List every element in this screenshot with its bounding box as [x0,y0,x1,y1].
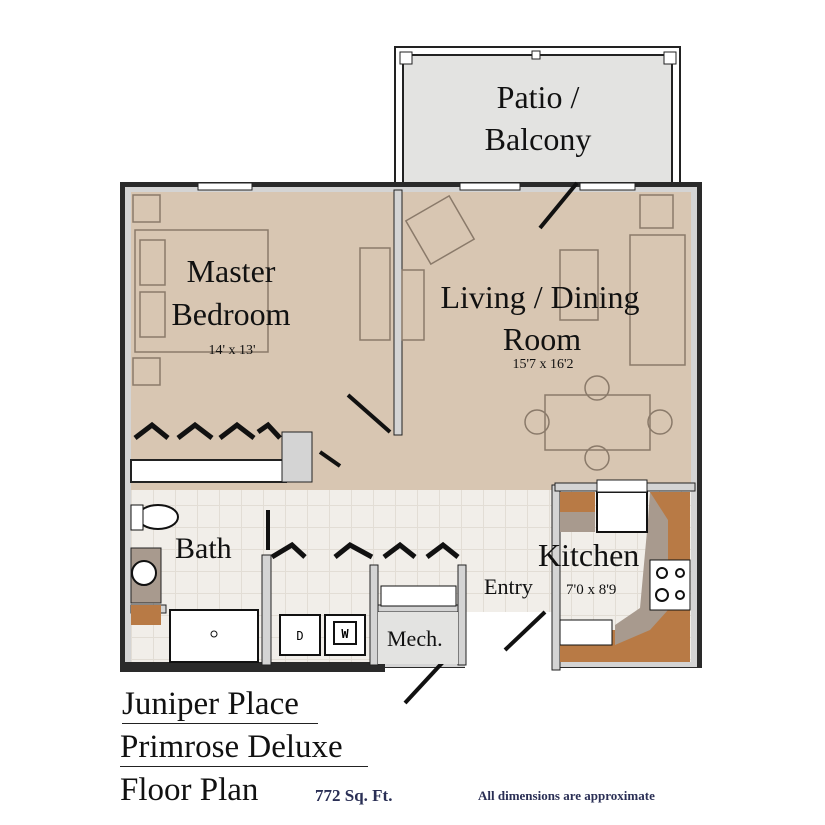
kitchen-counters [559,479,691,662]
refrigerator [596,491,648,533]
stove [649,559,691,611]
dryer [279,614,321,656]
patio-label-1: Patio / [497,79,580,115]
living-furniture [401,194,686,471]
kitchen-label: Kitchen [538,537,639,573]
living-label-1: Living / Dining [440,279,639,315]
bedroom-label-1: Master [187,253,276,289]
swing-doors [266,181,579,705]
dryer-label: D [296,629,303,643]
bed [132,194,391,386]
kitchen-dims: 7'0 x 8'9 [566,582,616,598]
living-dims: 15'7 x 16'2 [512,357,573,372]
bifold-doors [133,421,460,560]
mech-label: Mech. [387,626,443,651]
patio-balcony [394,46,681,186]
floor-plan-heading: Floor Plan [120,772,259,808]
square-footage: 772 Sq. Ft. [315,786,393,805]
living-label-2: Room [503,321,581,357]
entry-label: Entry [484,574,533,599]
bedroom-dims: 14' x 13' [208,343,255,358]
plan-name: Primrose Deluxe [120,731,368,767]
washer-label: W [341,627,349,641]
community-name: Juniper Place [122,688,318,724]
bath-label: Bath [175,532,232,565]
bedroom-label-2: Bedroom [171,296,290,332]
bath-fixtures [130,504,458,664]
carpet-area [131,192,691,490]
patio-label-2: Balcony [485,121,592,157]
disclaimer: All dimensions are approximate [478,788,655,803]
